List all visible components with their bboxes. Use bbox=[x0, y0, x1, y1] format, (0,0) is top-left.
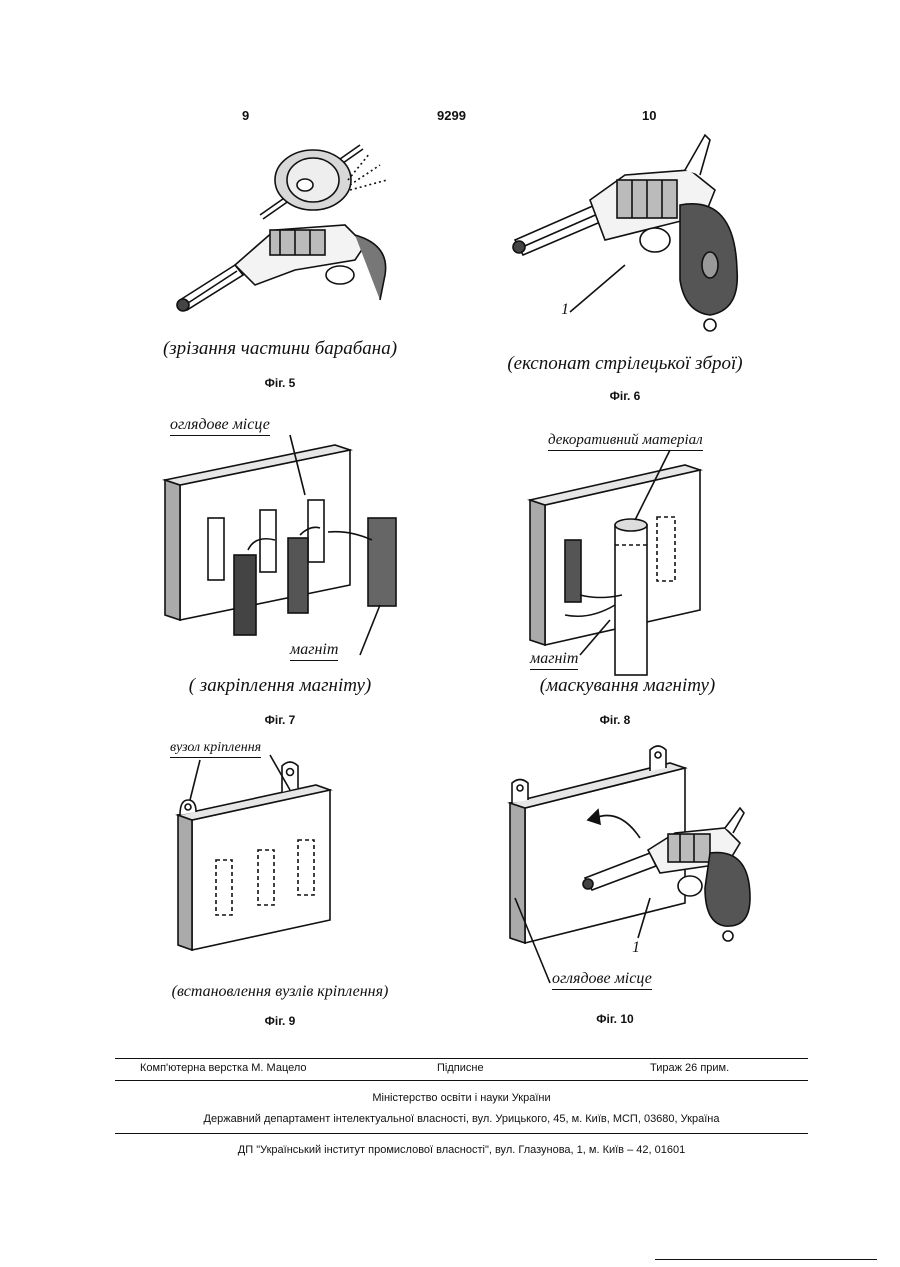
fig10-annotation-viewing-place: оглядове місце bbox=[552, 970, 652, 990]
fig7-annotation-viewing-place: оглядове місце bbox=[170, 416, 270, 436]
page-number-left: 9 bbox=[242, 108, 249, 123]
fig7-drawing bbox=[160, 440, 410, 650]
fig9-annotation-mounting-unit: вузол кріплення bbox=[170, 740, 261, 758]
fig9-label: Фіг. 9 bbox=[230, 1014, 330, 1028]
fig6-callout-number: 1 bbox=[561, 301, 569, 319]
fig9-caption: (встановлення вузлів кріплення) bbox=[160, 983, 400, 1001]
footer-ministry: Міністерство освіти і науки України bbox=[115, 1092, 808, 1104]
patent-number: 9299 bbox=[437, 108, 466, 123]
fig7-annotation-magnet: магніт bbox=[290, 641, 338, 661]
fig8-caption: (маскування магніту) bbox=[525, 675, 730, 697]
fig5-label: Фіг. 5 bbox=[230, 376, 330, 390]
fig7-label: Фіг. 7 bbox=[230, 713, 330, 727]
page-edge-rule bbox=[655, 1259, 877, 1260]
footer-rule-top bbox=[115, 1058, 808, 1059]
fig7-caption: ( закріплення магніту) bbox=[160, 675, 400, 697]
fig5-caption: (зрізання частини барабана) bbox=[150, 338, 410, 360]
fig5-drawing bbox=[165, 135, 405, 325]
fig8-annotation-magnet: магніт bbox=[530, 650, 578, 670]
fig10-drawing bbox=[500, 738, 760, 968]
fig10-callout-number: 1 bbox=[632, 939, 640, 957]
fig6-caption: (експонат стрілецької зброї) bbox=[500, 353, 750, 375]
fig6-drawing bbox=[505, 130, 755, 340]
footer-layout: Комп'ютерна верстка М. Мацело bbox=[140, 1062, 307, 1074]
footer-rule-middle bbox=[115, 1080, 808, 1081]
fig8-drawing bbox=[520, 455, 730, 680]
fig9-drawing bbox=[170, 760, 350, 960]
fig10-label: Фіг. 10 bbox=[565, 1012, 665, 1026]
footer-department: Державний департамент інтелектуальної вл… bbox=[115, 1113, 808, 1125]
footer-institute: ДП "Український інститут промислової вла… bbox=[115, 1144, 808, 1156]
footer-signed: Підписне bbox=[437, 1062, 484, 1074]
footer-print-run: Тираж 26 прим. bbox=[650, 1062, 729, 1074]
fig6-label: Фіг. 6 bbox=[575, 389, 675, 403]
fig8-label: Фіг. 8 bbox=[565, 713, 665, 727]
footer-rule-bottom bbox=[115, 1133, 808, 1134]
page-number-right: 10 bbox=[642, 108, 656, 123]
fig8-annotation-decorative-material: декоративний матеріал bbox=[548, 432, 703, 451]
